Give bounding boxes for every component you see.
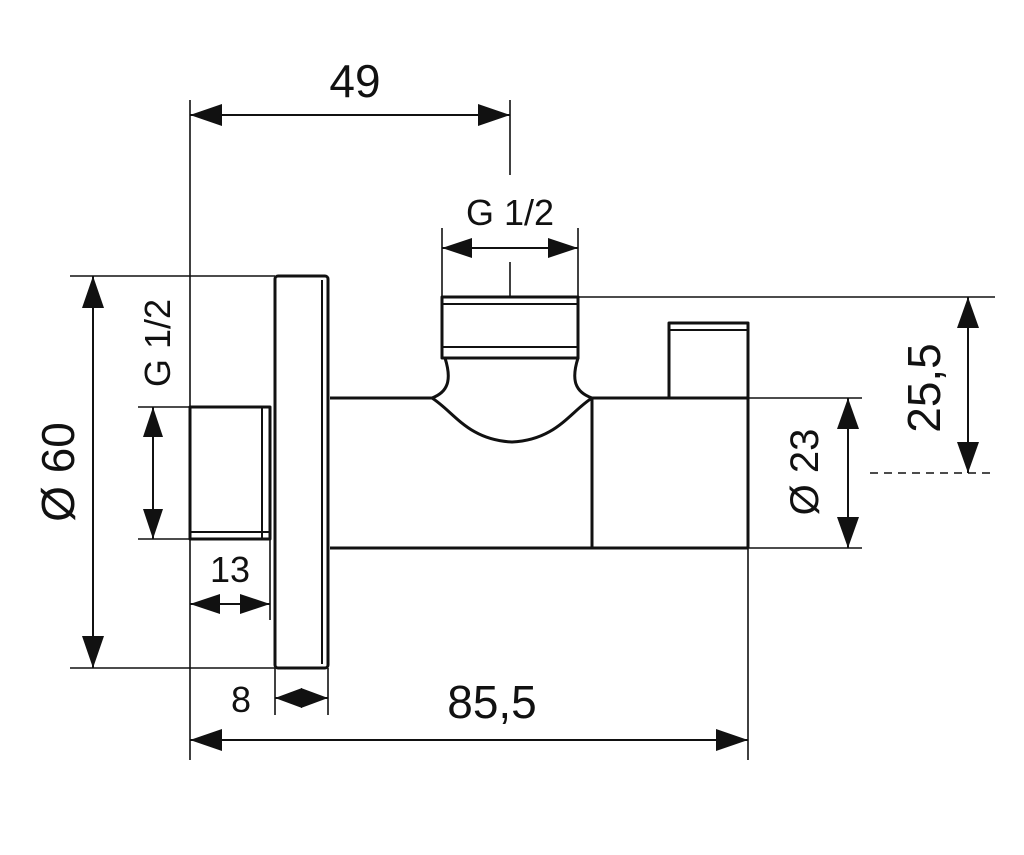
dim-8-arrow-right	[301, 688, 328, 708]
dim-g12-left-arrow-bottom	[143, 509, 163, 539]
dim-85-5-arrow-left	[190, 729, 222, 751]
dim-85-5: 85,5	[190, 676, 748, 751]
dim-13: 13	[190, 549, 270, 614]
outlet-saddle	[430, 356, 594, 444]
wall-flange	[273, 274, 330, 670]
dim-8-label: 8	[231, 679, 251, 720]
dim-25-5-arrow-top	[957, 297, 979, 328]
outlet-thread	[440, 295, 580, 360]
dim-8-arrow-left	[275, 688, 302, 708]
dim-25-5-arrow-bottom	[957, 442, 979, 473]
dim-8: 8	[231, 679, 328, 720]
dim-25-5: 25,5	[898, 297, 979, 473]
valve-handle	[667, 321, 750, 400]
dim-d60-arrow-top	[82, 276, 104, 308]
dim-g12-left: G 1/2	[137, 299, 178, 539]
dim-d23-label: Ø 23	[783, 429, 827, 516]
dim-d23: Ø 23	[783, 398, 859, 548]
dim-d23-arrow-top	[837, 398, 859, 429]
dim-d60-label: Ø 60	[32, 422, 84, 522]
dim-49-label: 49	[329, 55, 380, 107]
dim-25-5-label: 25,5	[898, 343, 950, 433]
dim-g12-top-arrow-left	[442, 238, 472, 258]
dim-d60: Ø 60	[32, 276, 104, 668]
dim-49-arrow-left	[190, 104, 222, 126]
dim-85-5-label: 85,5	[447, 676, 537, 728]
dim-g12-top-label: G 1/2	[466, 192, 554, 233]
extension-lines	[70, 100, 995, 760]
dim-13-arrow-left	[190, 594, 220, 614]
dim-85-5-arrow-right	[716, 729, 748, 751]
dim-d23-arrow-bottom	[837, 517, 859, 548]
dim-g12-top: G 1/2	[442, 192, 578, 258]
dim-d60-arrow-bottom	[82, 636, 104, 668]
dim-g12-top-arrow-right	[548, 238, 578, 258]
dim-13-arrow-right	[240, 594, 270, 614]
dim-49: 49	[190, 55, 510, 126]
dim-49-arrow-right	[478, 104, 510, 126]
inlet-thread	[188, 405, 272, 541]
dim-13-label: 13	[210, 549, 250, 590]
dim-g12-left-label: G 1/2	[137, 299, 178, 387]
dim-g12-left-arrow-top	[143, 407, 163, 437]
valve-body-group	[188, 274, 750, 670]
